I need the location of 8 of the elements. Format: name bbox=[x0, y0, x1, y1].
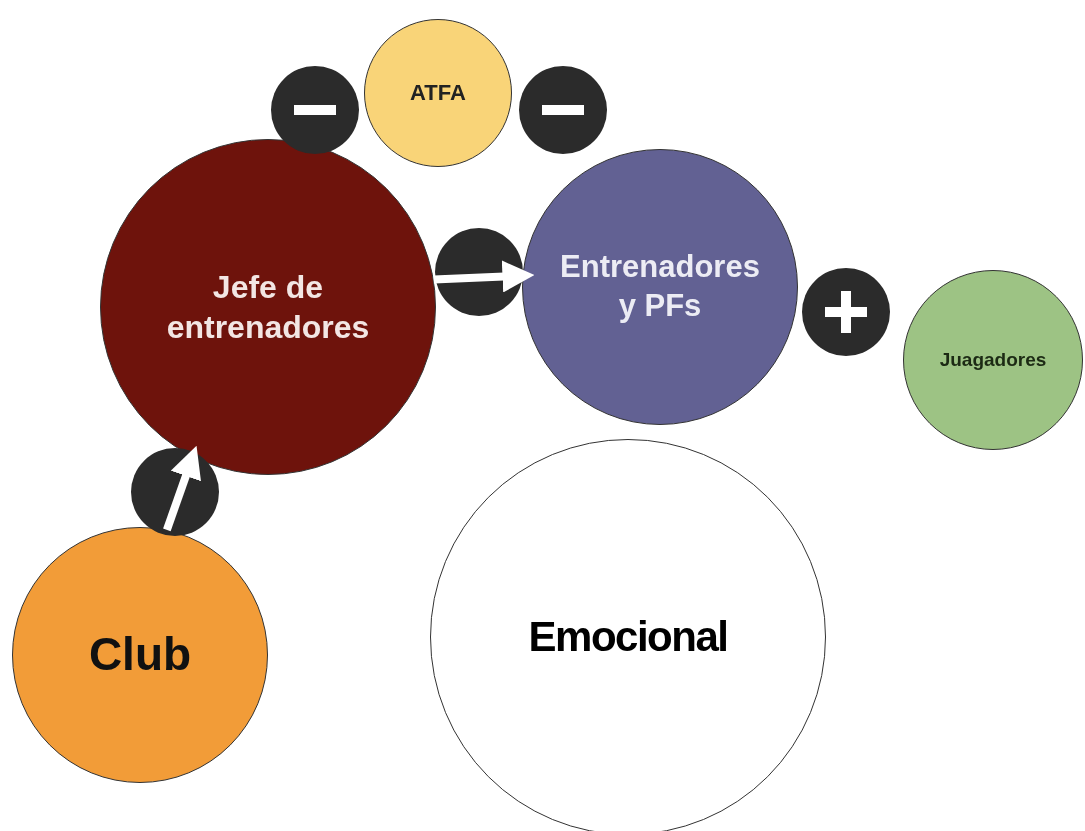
arrow bbox=[433, 260, 535, 293]
node-label: Jefe de entrenadores bbox=[165, 268, 371, 347]
node-label: Club bbox=[88, 627, 192, 683]
arrow bbox=[163, 445, 201, 532]
node-label: ATFA bbox=[410, 79, 466, 107]
node-label: Juagadores bbox=[939, 348, 1047, 372]
node-label: Emocional bbox=[528, 611, 728, 662]
node-label: Entrenadores y PFs bbox=[559, 248, 761, 325]
